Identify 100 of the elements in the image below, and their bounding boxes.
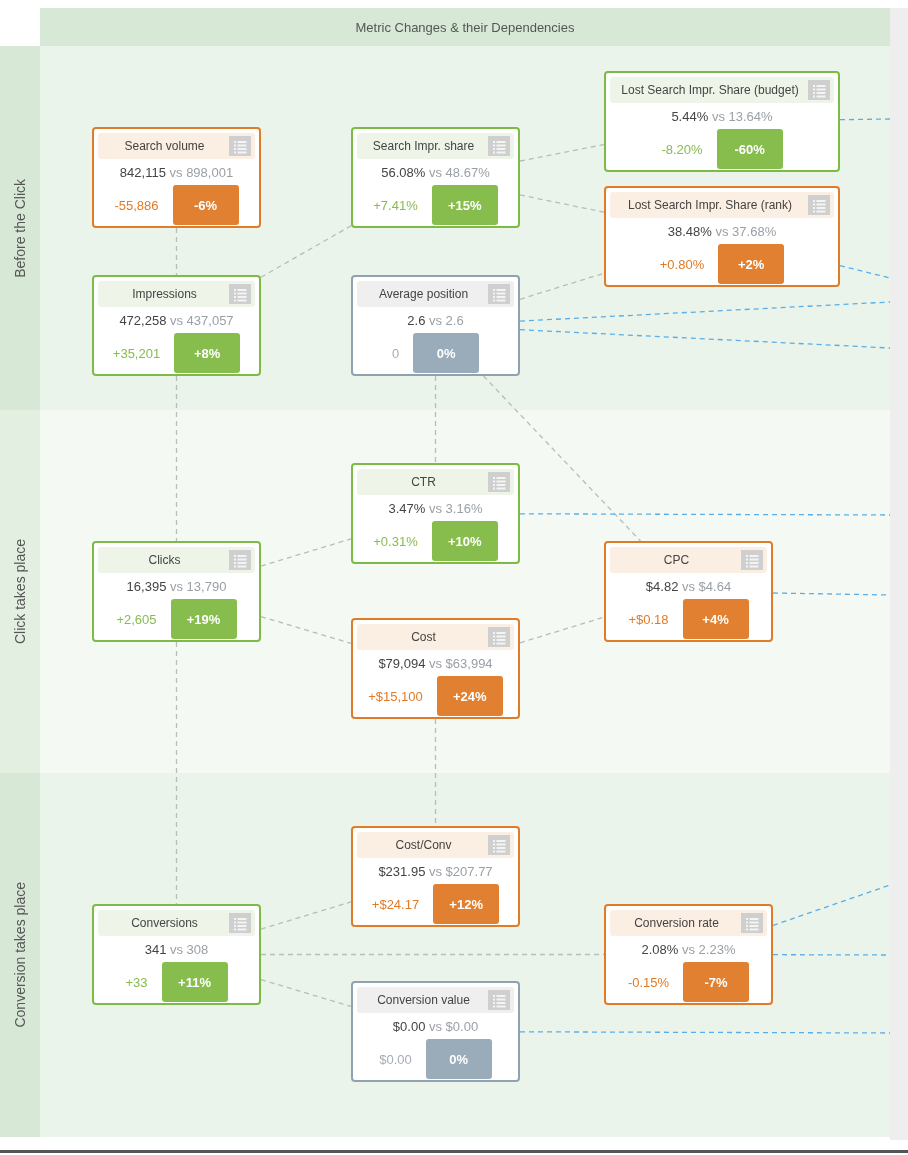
metric-name: Lost Search Impr. Share (budget) xyxy=(621,83,799,97)
previous-value: vs 3.16% xyxy=(429,501,483,516)
connector-line xyxy=(519,143,605,162)
percent-change-badge: +2% xyxy=(718,244,785,284)
change-value: +$15,100 xyxy=(368,688,423,704)
change-value: $0.00 xyxy=(379,1051,412,1067)
change-value: +0.31% xyxy=(373,533,418,549)
current-value: 16,395 xyxy=(126,579,167,594)
change-value: +2,605 xyxy=(116,611,157,627)
current-value: 3.47% xyxy=(388,501,426,516)
percent-change-badge: +24% xyxy=(436,676,503,716)
metric-card xyxy=(351,275,520,376)
swimlane xyxy=(0,46,890,410)
percent-change-badge: +4% xyxy=(682,599,749,639)
current-value: 341 xyxy=(144,942,167,957)
metric-name: CTR xyxy=(411,475,436,489)
metric-name: CPC xyxy=(663,553,690,567)
metric-name: Search volume xyxy=(124,139,205,153)
connector-line xyxy=(260,615,352,645)
metric-name: Cost/Conv xyxy=(395,838,452,852)
connector-line xyxy=(519,272,605,300)
current-value: $0.00 xyxy=(392,1019,426,1034)
previous-value: vs 2.6 xyxy=(429,313,464,328)
metric-card xyxy=(604,541,773,642)
change-value: +33 xyxy=(125,974,148,990)
metric-name: Lost Search Impr. Share (rank) xyxy=(627,198,793,212)
percent-change-badge: +11% xyxy=(161,962,228,1002)
change-value: +35,201 xyxy=(112,345,161,361)
previous-value: vs $0.00 xyxy=(429,1019,479,1034)
previous-value: vs 48.67% xyxy=(429,165,490,180)
metric-name: Cost xyxy=(411,630,436,644)
metric-name: Conversion rate xyxy=(634,916,719,930)
previous-value: vs $4.64 xyxy=(682,579,732,594)
lane-title: Click takes place xyxy=(12,538,28,644)
percent-change-badge: +8% xyxy=(174,333,241,373)
current-value: $79,094 xyxy=(378,656,426,671)
side-panel xyxy=(890,8,908,1140)
connector-line xyxy=(519,194,605,213)
current-value: 2.08% xyxy=(641,942,679,957)
percent-change-badge: 0% xyxy=(425,1039,492,1079)
percent-change-badge: 0% xyxy=(413,333,480,373)
change-value: -55,886 xyxy=(114,197,159,213)
metric-card xyxy=(92,904,261,1005)
previous-value: vs 2.23% xyxy=(682,942,736,957)
connector-line xyxy=(482,375,642,542)
previous-value: vs 437,057 xyxy=(170,313,234,328)
connector-line xyxy=(434,375,437,464)
current-value: 842,115 xyxy=(119,165,166,180)
connector-line xyxy=(175,641,178,905)
percent-change-badge: -60% xyxy=(716,129,783,169)
metric-name: Conversions xyxy=(131,916,198,930)
current-value: 38.48% xyxy=(667,224,712,239)
percent-change-badge: +12% xyxy=(433,884,500,924)
current-value: 2.6 xyxy=(407,313,426,328)
header-band: Metric Changes & their Dependencies xyxy=(40,8,890,46)
change-value: -8.20% xyxy=(661,141,703,157)
metric-name: Conversion value xyxy=(377,993,470,1007)
metric-card xyxy=(92,541,261,642)
previous-value: vs 13.64% xyxy=(711,109,773,124)
connector-line xyxy=(519,616,605,644)
metric-name: Average position xyxy=(378,287,469,301)
percent-change-badge: -7% xyxy=(683,962,750,1002)
swimlane xyxy=(0,773,890,1137)
swimlane xyxy=(0,410,890,773)
metric-name: Search Impr. share xyxy=(372,139,475,153)
metric-name: Clicks xyxy=(148,553,181,567)
percent-change-badge: +10% xyxy=(431,521,498,561)
connector-line xyxy=(839,264,891,279)
connector-line xyxy=(772,884,891,927)
metric-card xyxy=(604,186,840,287)
metric-card xyxy=(351,127,520,228)
connector-line xyxy=(260,225,352,278)
metric-card xyxy=(92,275,261,376)
current-value: $231.95 xyxy=(378,864,426,879)
connector-line xyxy=(260,953,605,956)
metric-card xyxy=(92,127,261,228)
metric-card xyxy=(604,904,773,1005)
lane-title: Before the Click xyxy=(12,178,28,278)
metric-card xyxy=(351,618,520,719)
percent-change-badge: +15% xyxy=(431,185,498,225)
change-value: 0 xyxy=(391,345,400,361)
previous-value: vs $207.77 xyxy=(429,864,493,879)
percent-change-badge: +19% xyxy=(170,599,237,639)
metric-card xyxy=(604,71,840,172)
previous-value: vs 13,790 xyxy=(170,579,227,594)
connector-line xyxy=(519,513,891,516)
change-value: +7.41% xyxy=(373,197,418,213)
previous-value: vs 37.68% xyxy=(715,224,777,239)
connector-line xyxy=(260,538,352,567)
connector-line xyxy=(175,375,178,542)
connector-line xyxy=(839,118,891,121)
percent-change-badge: -6% xyxy=(172,185,239,225)
current-value: $4.82 xyxy=(645,579,679,594)
previous-value: vs 308 xyxy=(170,942,209,957)
metric-card xyxy=(351,981,520,1082)
connector-line xyxy=(519,1031,891,1034)
connector-line xyxy=(519,301,891,322)
current-value: 5.44% xyxy=(671,109,709,124)
current-value: 56.08% xyxy=(381,165,426,180)
lane-title: Conversion takes place xyxy=(12,882,28,1028)
